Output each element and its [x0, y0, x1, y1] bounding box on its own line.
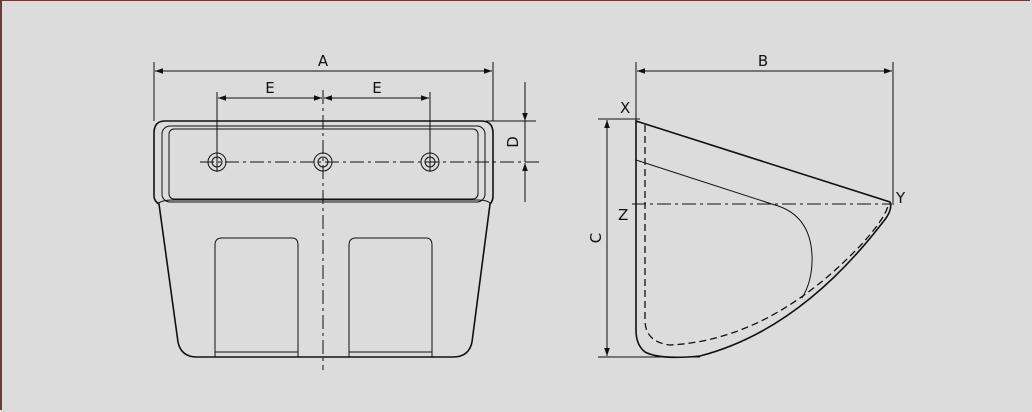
point-z-label: Z [618, 206, 628, 224]
dim-c-label: C [587, 233, 605, 243]
front-right-opening [348, 237, 433, 357]
front-body-outline [153, 120, 494, 358]
dim-d-label: D [504, 136, 522, 148]
front-bottom-step [215, 351, 432, 358]
side-hidden-inner-profile [644, 125, 889, 346]
front-left-opening [214, 237, 299, 357]
side-inner-line [635, 159, 776, 206]
dim-e-right-label: E [372, 79, 381, 97]
front-view: A E E D [153, 52, 540, 370]
point-y-label: Y [895, 189, 906, 207]
dim-a-label: A [318, 52, 329, 70]
side-plate-curve [774, 204, 813, 299]
dim-b-label: B [758, 52, 768, 70]
side-body-outline [635, 119, 892, 359]
side-view: B C X Y Z [587, 52, 906, 359]
front-shoulder-line [156, 199, 492, 205]
dim-e-left-label: E [265, 79, 274, 97]
point-x-label: X [620, 99, 630, 117]
front-lip-inner [168, 128, 479, 200]
